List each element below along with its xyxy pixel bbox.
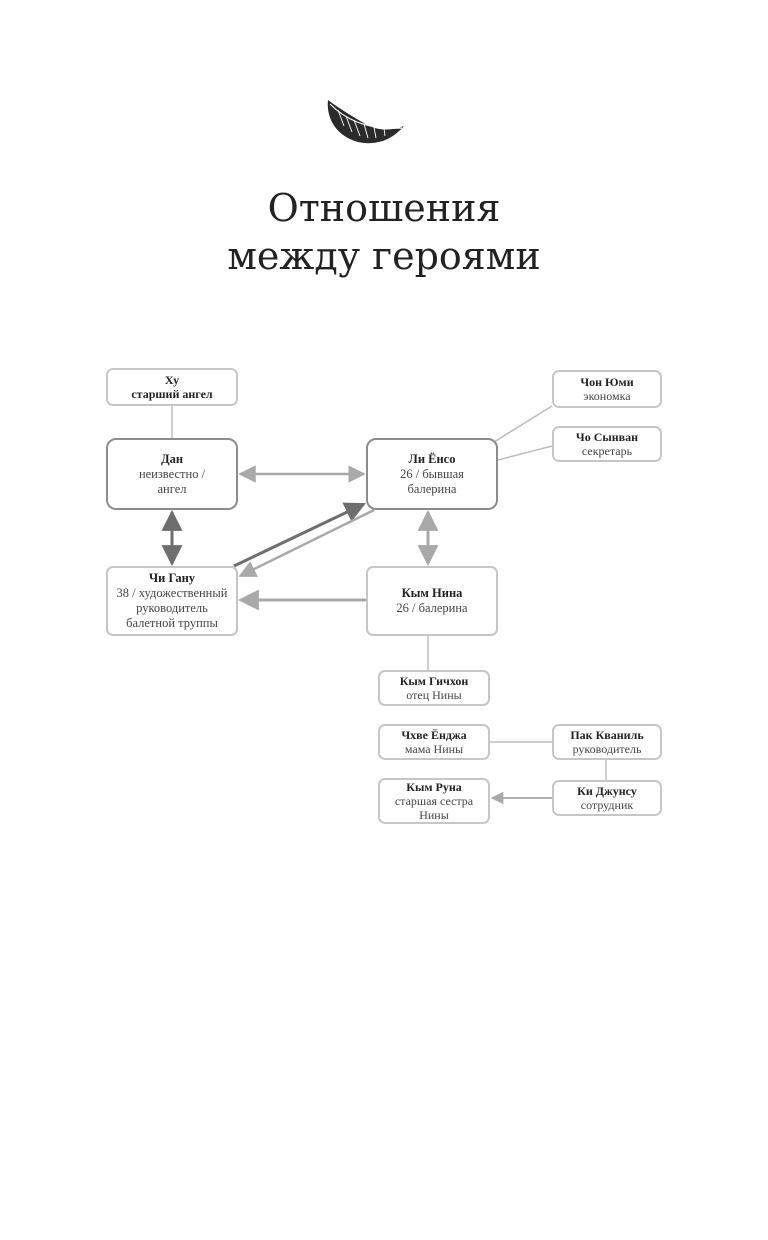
node-gichkhon-desc: отец Нины (406, 688, 462, 702)
node-chon-name: Чон Юми (580, 375, 634, 389)
node-runa-desc-1: старшая сестра (394, 794, 474, 808)
node-pak-kvanil: Пак Кваниль руководитель (552, 724, 662, 760)
node-kym-nina-desc-1: 26 / балерина (396, 601, 468, 615)
arrow-chi-li (233, 502, 366, 568)
node-li-desc-2: балерина (407, 481, 457, 496)
node-chi-desc-3: балетной труппы (126, 616, 218, 630)
node-cho-desc: секретарь (581, 444, 633, 458)
node-ki-name: Ки Джунсу (577, 784, 637, 798)
node-cho-synvan: Чо Сынван секретарь (552, 426, 662, 462)
node-chi-desc-2: руководитель (136, 601, 208, 615)
node-ki-dzhunsu: Ки Джунсу сотрудник (552, 780, 662, 816)
node-chon-yumi: Чон Юми экономка (552, 370, 662, 408)
node-pak-desc: руководитель (572, 742, 642, 756)
page-title: Отношения между героями (0, 184, 768, 280)
node-dan: Дан неизвестно / ангел (106, 438, 238, 510)
node-li-name: Ли Ёнсо (408, 451, 456, 466)
node-chi-desc-1: 38 / художественный (116, 586, 228, 600)
page-title-line-1: Отношения (267, 186, 501, 230)
node-runa-name: Кым Руна (406, 780, 462, 794)
feather-icon (327, 100, 404, 144)
node-chkhve-yondzha: Чхве Ёнджа мама Нины (378, 724, 490, 760)
node-chi-name: Чи Гану (148, 571, 196, 585)
node-chi-ganu: Чи Гану 38 / художественный руководитель… (106, 566, 238, 636)
node-li-yonso: Ли Ёнсо 26 / бывшая балерина (366, 438, 498, 510)
node-hu-name: Ху (164, 373, 180, 387)
node-hu-desc: старший ангел (131, 387, 213, 401)
node-ki-desc: сотрудник (580, 798, 634, 812)
node-dan-desc-1: неизвестно / (138, 466, 206, 481)
node-kym-nina: Кым Нина 26 / балерина (366, 566, 498, 636)
node-chkhve-desc: мама Нины (404, 742, 464, 756)
node-li-desc-1: 26 / бывшая (400, 466, 464, 481)
node-chon-desc: экономка (583, 389, 631, 403)
node-chkhve-name: Чхве Ёнджа (401, 728, 467, 742)
node-dan-desc-2: ангел (157, 481, 187, 496)
link-li-cho (497, 445, 553, 461)
node-dan-name: Дан (160, 451, 184, 466)
node-kym-gichkhon: Кым Гичхон отец Нины (378, 670, 490, 706)
arrow-li-chi (238, 508, 375, 578)
node-kym-nina-name: Кым Нина (401, 586, 463, 600)
node-runa-desc-2: Нины (419, 808, 449, 822)
page-title-line-2: между героями (227, 234, 541, 278)
link-li-chon (493, 405, 553, 443)
node-kym-runa: Кым Руна старшая сестра Нины (378, 778, 490, 824)
node-gichkhon-name: Кым Гичхон (399, 674, 469, 688)
node-hu: Ху старший ангел (106, 368, 238, 406)
node-pak-name: Пак Кваниль (570, 728, 644, 742)
node-cho-name: Чо Сынван (575, 430, 639, 444)
